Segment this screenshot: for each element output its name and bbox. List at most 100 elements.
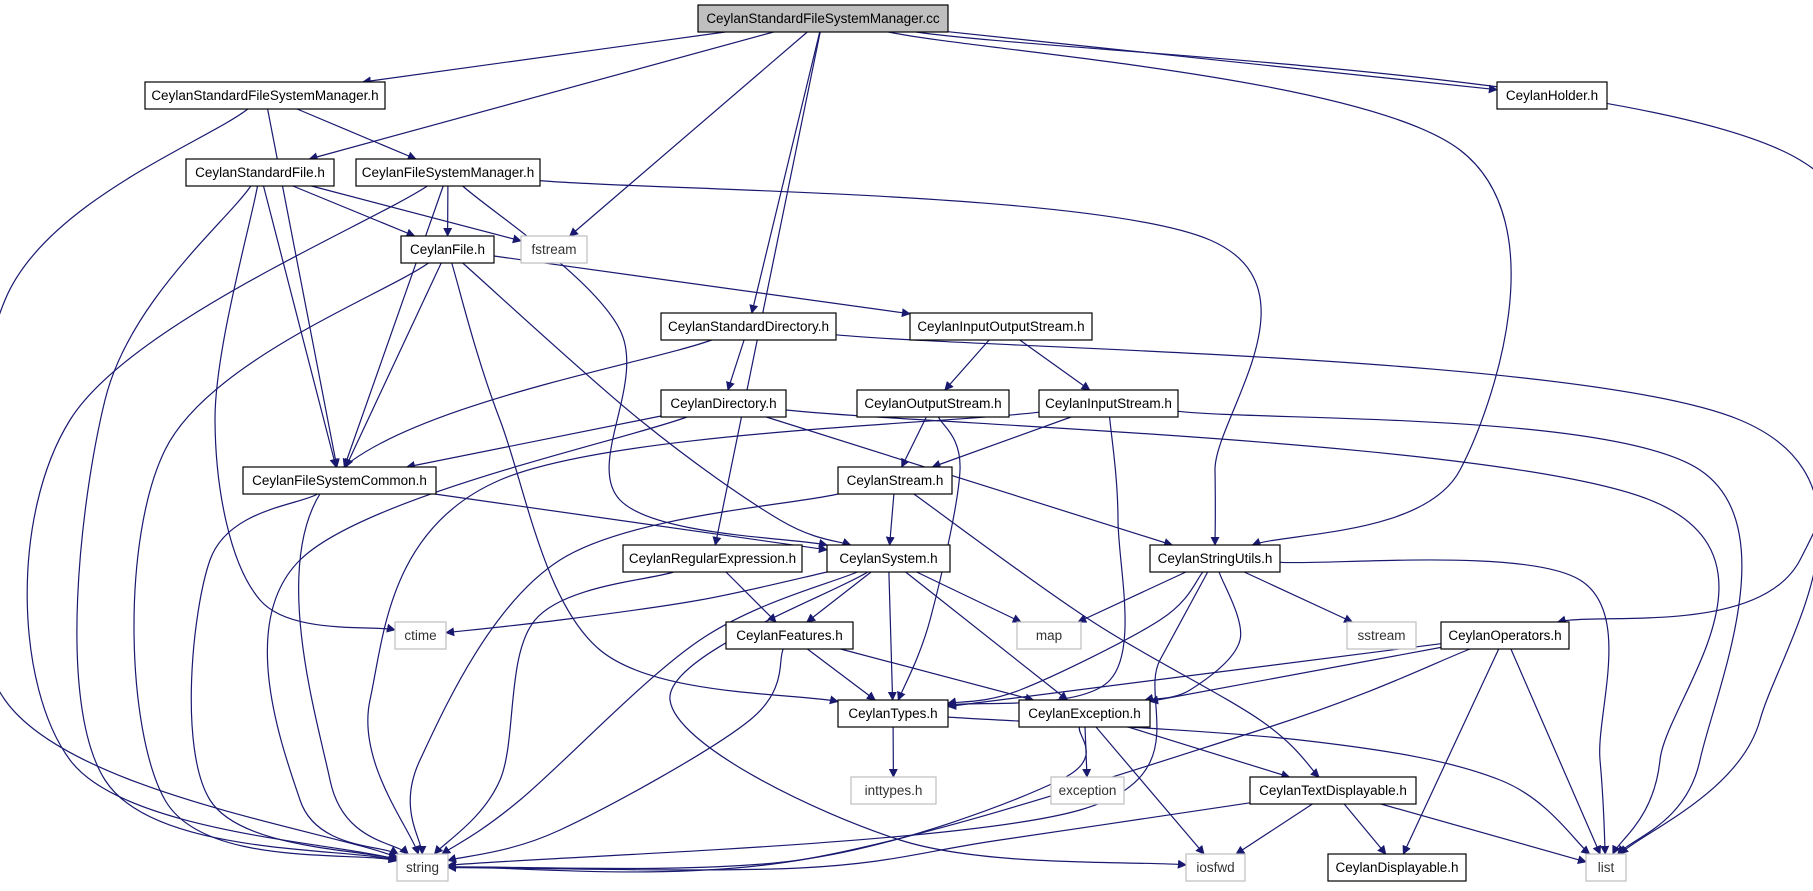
node-label: CeylanStandardFileSystemManager.h xyxy=(151,88,378,103)
node-holder[interactable]: CeylanHolder.h xyxy=(1496,81,1608,110)
edge-line xyxy=(1149,646,1442,705)
edge-line xyxy=(1402,648,1500,855)
node-label: CeylanInputOutputStream.h xyxy=(917,319,1084,334)
edge-istream-to-string xyxy=(367,411,1040,855)
node-strutils[interactable]: CeylanStringUtils.h xyxy=(1149,544,1281,573)
edge-operators-to-string xyxy=(447,648,1471,873)
node-box xyxy=(1496,81,1608,110)
node-label: CeylanFeatures.h xyxy=(736,628,843,643)
node-operators[interactable]: CeylanOperators.h xyxy=(1440,621,1570,650)
edge-dir-to-fscommon xyxy=(405,415,662,470)
node-exception-h[interactable]: CeylanException.h xyxy=(1018,699,1151,728)
edge-line xyxy=(133,262,429,864)
node-box xyxy=(837,699,949,728)
node-root[interactable]: CeylanStandardFileSystemManager.cc xyxy=(697,4,949,33)
node-label: ctime xyxy=(404,628,436,643)
node-istream[interactable]: CeylanInputStream.h xyxy=(1038,389,1179,418)
node-label: iosfwd xyxy=(1196,860,1234,875)
edge-root-to-fstream xyxy=(569,31,808,237)
edge-features-to-string xyxy=(447,648,784,863)
node-fscommon[interactable]: CeylanFileSystemCommon.h xyxy=(242,466,437,495)
edge-root-to-strutils xyxy=(888,31,1512,547)
node-dir[interactable]: CeylanDirectory.h xyxy=(660,389,787,418)
edge-textdisp-to-string xyxy=(447,802,1251,873)
node-box xyxy=(1585,853,1627,882)
node-label: CeylanOutputStream.h xyxy=(864,396,1001,411)
edge-line xyxy=(749,31,821,314)
node-box xyxy=(1050,776,1125,805)
node-fsm[interactable]: CeylanFileSystemManager.h xyxy=(355,158,541,187)
node-label: exception xyxy=(1059,783,1117,798)
node-box xyxy=(660,312,837,341)
node-sfsm-h[interactable]: CeylanStandardFileSystemManager.h xyxy=(144,81,386,110)
edge-line xyxy=(190,493,398,862)
edge-line xyxy=(913,493,1320,778)
node-features[interactable]: CeylanFeatures.h xyxy=(725,621,854,650)
edge-istream-to-stream xyxy=(931,416,1072,469)
edge-line xyxy=(311,185,522,244)
node-label: CeylanStream.h xyxy=(847,473,944,488)
node-box xyxy=(1149,544,1281,573)
edge-line xyxy=(433,571,674,855)
edge-root-to-sfile xyxy=(308,31,774,162)
edge-ios-to-istream xyxy=(1019,339,1091,391)
edge-line xyxy=(947,416,1126,709)
node-ostream[interactable]: CeylanOutputStream.h xyxy=(856,389,1010,418)
edge-operators-to-exception_h xyxy=(1149,646,1442,705)
edge-line xyxy=(840,648,1035,703)
edge-strutils-to-types xyxy=(947,571,1204,707)
edge-line xyxy=(887,571,897,701)
edge-line xyxy=(445,571,828,637)
edge-line xyxy=(447,648,784,863)
edge-line xyxy=(298,339,712,855)
edge-line xyxy=(308,31,774,162)
edge-textdisp-to-list xyxy=(1380,803,1587,865)
edge-line xyxy=(26,185,428,862)
edge-line xyxy=(785,409,1720,855)
edge-line xyxy=(462,262,852,547)
edge-line xyxy=(712,31,821,546)
edge-sfile-to-fstream xyxy=(311,185,522,244)
node-box xyxy=(837,466,953,495)
node-label: CeylanInputStream.h xyxy=(1045,396,1172,411)
node-box xyxy=(185,158,335,187)
edge-features-to-types xyxy=(807,648,876,701)
node-label: CeylanSystem.h xyxy=(839,551,937,566)
edge-line xyxy=(1127,726,1291,779)
edge-line xyxy=(434,493,828,554)
edge-line xyxy=(725,571,777,623)
node-label: CeylanFileSystemCommon.h xyxy=(252,473,427,488)
node-stream[interactable]: CeylanStream.h xyxy=(837,466,953,495)
node-label: CeylanRegularExpression.h xyxy=(629,551,796,566)
node-box xyxy=(400,235,495,264)
node-sdir[interactable]: CeylanStandardDirectory.h xyxy=(660,312,837,341)
node-system[interactable]: CeylanSystem.h xyxy=(826,544,951,573)
edge-line xyxy=(1177,410,1743,855)
node-box xyxy=(394,621,447,650)
edge-sfile-to-file xyxy=(292,185,416,238)
edge-line xyxy=(888,31,1512,547)
node-label: string xyxy=(406,860,439,875)
node-types[interactable]: CeylanTypes.h xyxy=(837,699,949,728)
edge-regex-to-features xyxy=(725,571,777,623)
edge-system-to-ctime xyxy=(445,571,828,637)
node-ios[interactable]: CeylanInputOutputStream.h xyxy=(909,312,1093,341)
edge-line xyxy=(569,31,808,237)
edge-line xyxy=(947,31,1498,94)
node-fstream: fstream xyxy=(520,235,588,264)
edge-line xyxy=(766,416,1174,547)
edge-stream-to-textdisp xyxy=(913,493,1320,778)
node-disp[interactable]: CeylanDisplayable.h xyxy=(1327,853,1467,882)
node-label: CeylanHolder.h xyxy=(1506,88,1598,103)
node-box xyxy=(622,544,803,573)
node-regex[interactable]: CeylanRegularExpression.h xyxy=(622,544,803,573)
edge-fsm-to-string xyxy=(26,185,428,862)
edge-fscommon-to-string xyxy=(190,493,398,862)
node-file[interactable]: CeylanFile.h xyxy=(400,235,495,264)
node-sfile[interactable]: CeylanStandardFile.h xyxy=(185,158,335,187)
node-ctime: ctime xyxy=(394,621,447,650)
node-textdisp[interactable]: CeylanTextDisplayable.h xyxy=(1249,776,1417,805)
edge-sdir-to-dir xyxy=(726,339,745,391)
node-exception: exception xyxy=(1050,776,1125,805)
